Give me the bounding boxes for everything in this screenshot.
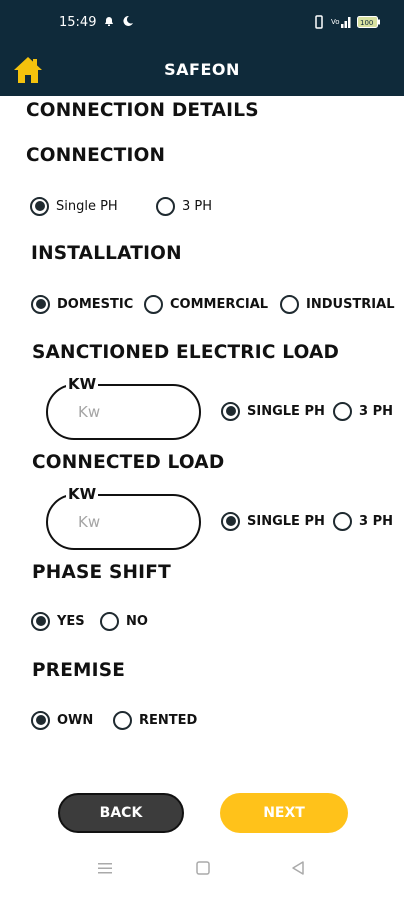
back-triangle-icon[interactable] [290,860,306,881]
phase-shift-heading: PHASE SHIFT [32,562,171,583]
premise-rented-radio[interactable]: RENTED [113,708,197,732]
signal-icon: Vo [331,15,353,32]
connection-single-ph-radio[interactable]: Single PH [30,194,118,218]
installation-commercial-radio[interactable]: COMMERCIAL [144,292,268,316]
sanctioned-load-field-label: KW [66,375,99,393]
connected-load-3ph-radio[interactable]: 3 PH [333,509,393,533]
square-icon[interactable] [195,860,211,881]
connected-load-field: KW [46,485,201,550]
svg-text:Vo: Vo [331,18,340,26]
app-title: SAFEON [164,60,240,79]
notification-icon [103,15,115,30]
sanctioned-load-input[interactable] [78,403,178,421]
system-nav-bar [0,860,404,890]
connection-heading: CONNECTION [26,145,166,166]
sanctioned-load-single-ph-radio[interactable]: SINGLE PH [221,399,325,423]
installation-heading: INSTALLATION [31,243,182,264]
installation-domestic-radio[interactable]: DOMESTIC [31,292,133,316]
moon-icon [122,15,134,30]
back-button[interactable]: BACK [58,793,184,833]
page-title: CONNECTION DETAILS [26,100,259,121]
connection-3ph-radio[interactable]: 3 PH [156,194,212,218]
menu-icon[interactable] [97,860,113,881]
installation-industrial-radio[interactable]: INDUSTRIAL [280,292,395,316]
sanctioned-load-3ph-radio[interactable]: 3 PH [333,399,393,423]
vibrate-icon [313,15,325,32]
connected-load-field-label: KW [66,485,99,503]
status-bar: 15:49 Vo 100 [0,0,404,46]
premise-heading: PREMISE [32,660,126,681]
app-bar: SAFEON [0,46,404,96]
premise-own-radio[interactable]: OWN [31,708,93,732]
next-button[interactable]: NEXT [220,793,348,833]
connected-load-heading: CONNECTED LOAD [32,452,225,473]
phase-shift-no-radio[interactable]: NO [100,609,148,633]
status-time: 15:49 [59,15,97,30]
connected-load-input[interactable] [78,513,178,531]
phase-shift-yes-radio[interactable]: YES [31,609,85,633]
connected-load-single-ph-radio[interactable]: SINGLE PH [221,509,325,533]
battery-icon: 100 [357,16,381,31]
sanctioned-load-field: KW [46,375,201,440]
home-button[interactable] [12,54,44,86]
sanctioned-load-heading: SANCTIONED ELECTRIC LOAD [32,342,340,363]
home-icon [14,57,42,83]
svg-text:100: 100 [360,19,373,27]
